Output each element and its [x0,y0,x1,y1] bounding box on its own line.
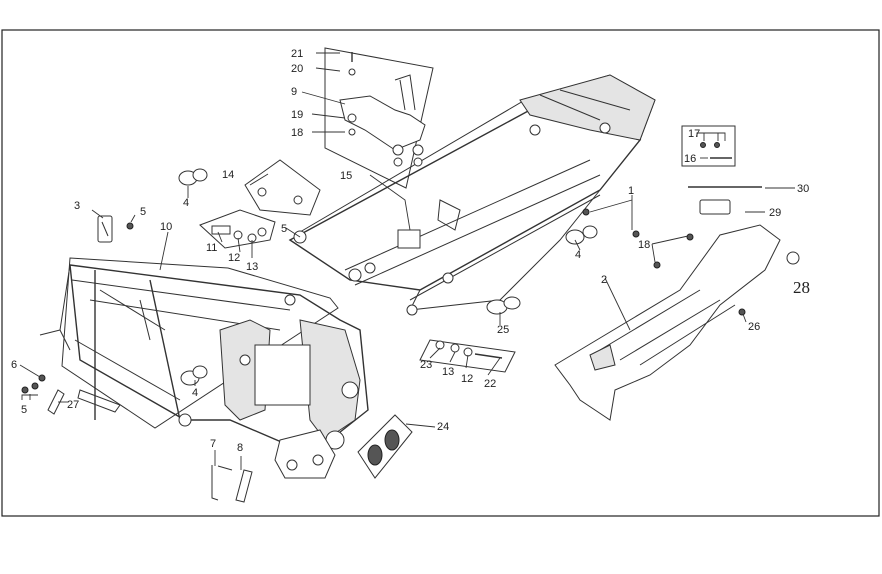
strip-8 [235,469,253,503]
screw-1a [582,208,590,216]
callout-11: 11 [206,242,217,254]
callout-14: 14 [222,169,234,181]
screw-1b [632,230,640,238]
screw-17a [700,142,706,148]
callout-2: 2 [601,274,607,286]
callout-20: 20 [291,63,303,75]
rubber-mount-25 [486,296,521,315]
callout-21: 21 [291,48,303,60]
callout-19: 19 [291,109,303,121]
callout-17: 17 [688,128,700,140]
callout-13a: 13 [246,261,258,273]
screw-18c [653,261,661,269]
callout-25: 25 [497,324,509,336]
callout-22: 22 [484,378,496,390]
fastener-stack [347,52,424,167]
nut-28 [786,251,800,265]
bracket-9 [339,74,426,151]
callout-13b: 13 [442,366,454,378]
callout-5b: 5 [281,223,287,235]
callout-18a: 18 [291,127,303,139]
callout-8: 8 [237,442,243,454]
callout-24: 24 [437,421,449,433]
rubber-mount-4c [180,365,208,386]
cover-24 [357,414,413,479]
callout-29: 29 [769,207,781,219]
callout-4c: 4 [192,387,198,399]
callout-9: 9 [291,86,297,98]
callout-18b: 18 [638,239,650,251]
bolt-set-11 [199,209,276,249]
callout-3: 3 [74,200,80,212]
screw-5a [126,222,134,230]
screw-6 [38,374,46,382]
callout-6: 6 [11,359,17,371]
callout-16: 16 [684,153,696,165]
bracket-14 [244,159,321,216]
leader-lines [19,52,795,470]
screw-5c-a [21,386,29,394]
rear-fender [554,224,781,421]
bolt-group-outline [681,125,736,167]
callout-12a: 12 [228,252,240,264]
callout-26: 26 [748,321,760,333]
callout-12b: 12 [461,373,473,385]
callout-7: 7 [210,438,216,450]
callout-30: 30 [797,183,809,195]
screw-26 [738,308,746,316]
diagram-border [1,29,880,517]
main-frame [39,264,369,479]
rubber-mount-4b [565,225,598,245]
screw-5c-b [31,382,39,390]
callout-4b: 4 [575,249,581,261]
clip-3 [97,215,113,243]
callout-28: 28 [793,278,810,297]
bracket-29 [699,199,731,215]
bracket-group-outline [324,47,434,189]
strip-27 [47,389,65,415]
callout-23: 23 [420,359,432,371]
screw-17b [714,142,720,148]
bolt-set-22 [419,339,516,373]
rear-subframe [288,74,656,316]
callout-labels: 21 20 9 19 18 4 14 15 3 5 10 11 12 13 5 … [11,48,810,454]
callout-27: 27 [67,399,79,411]
callout-15: 15 [340,170,352,182]
wire-7 [211,465,233,501]
callout-4a: 4 [183,197,189,209]
callout-10: 10 [160,221,172,233]
callout-1: 1 [628,185,634,197]
screw-18b [686,233,694,241]
callout-5a: 5 [140,206,146,218]
main-frame-group-outline [61,257,339,429]
callout-5c: 5 [21,404,27,416]
rubber-mount-4a [178,168,208,186]
